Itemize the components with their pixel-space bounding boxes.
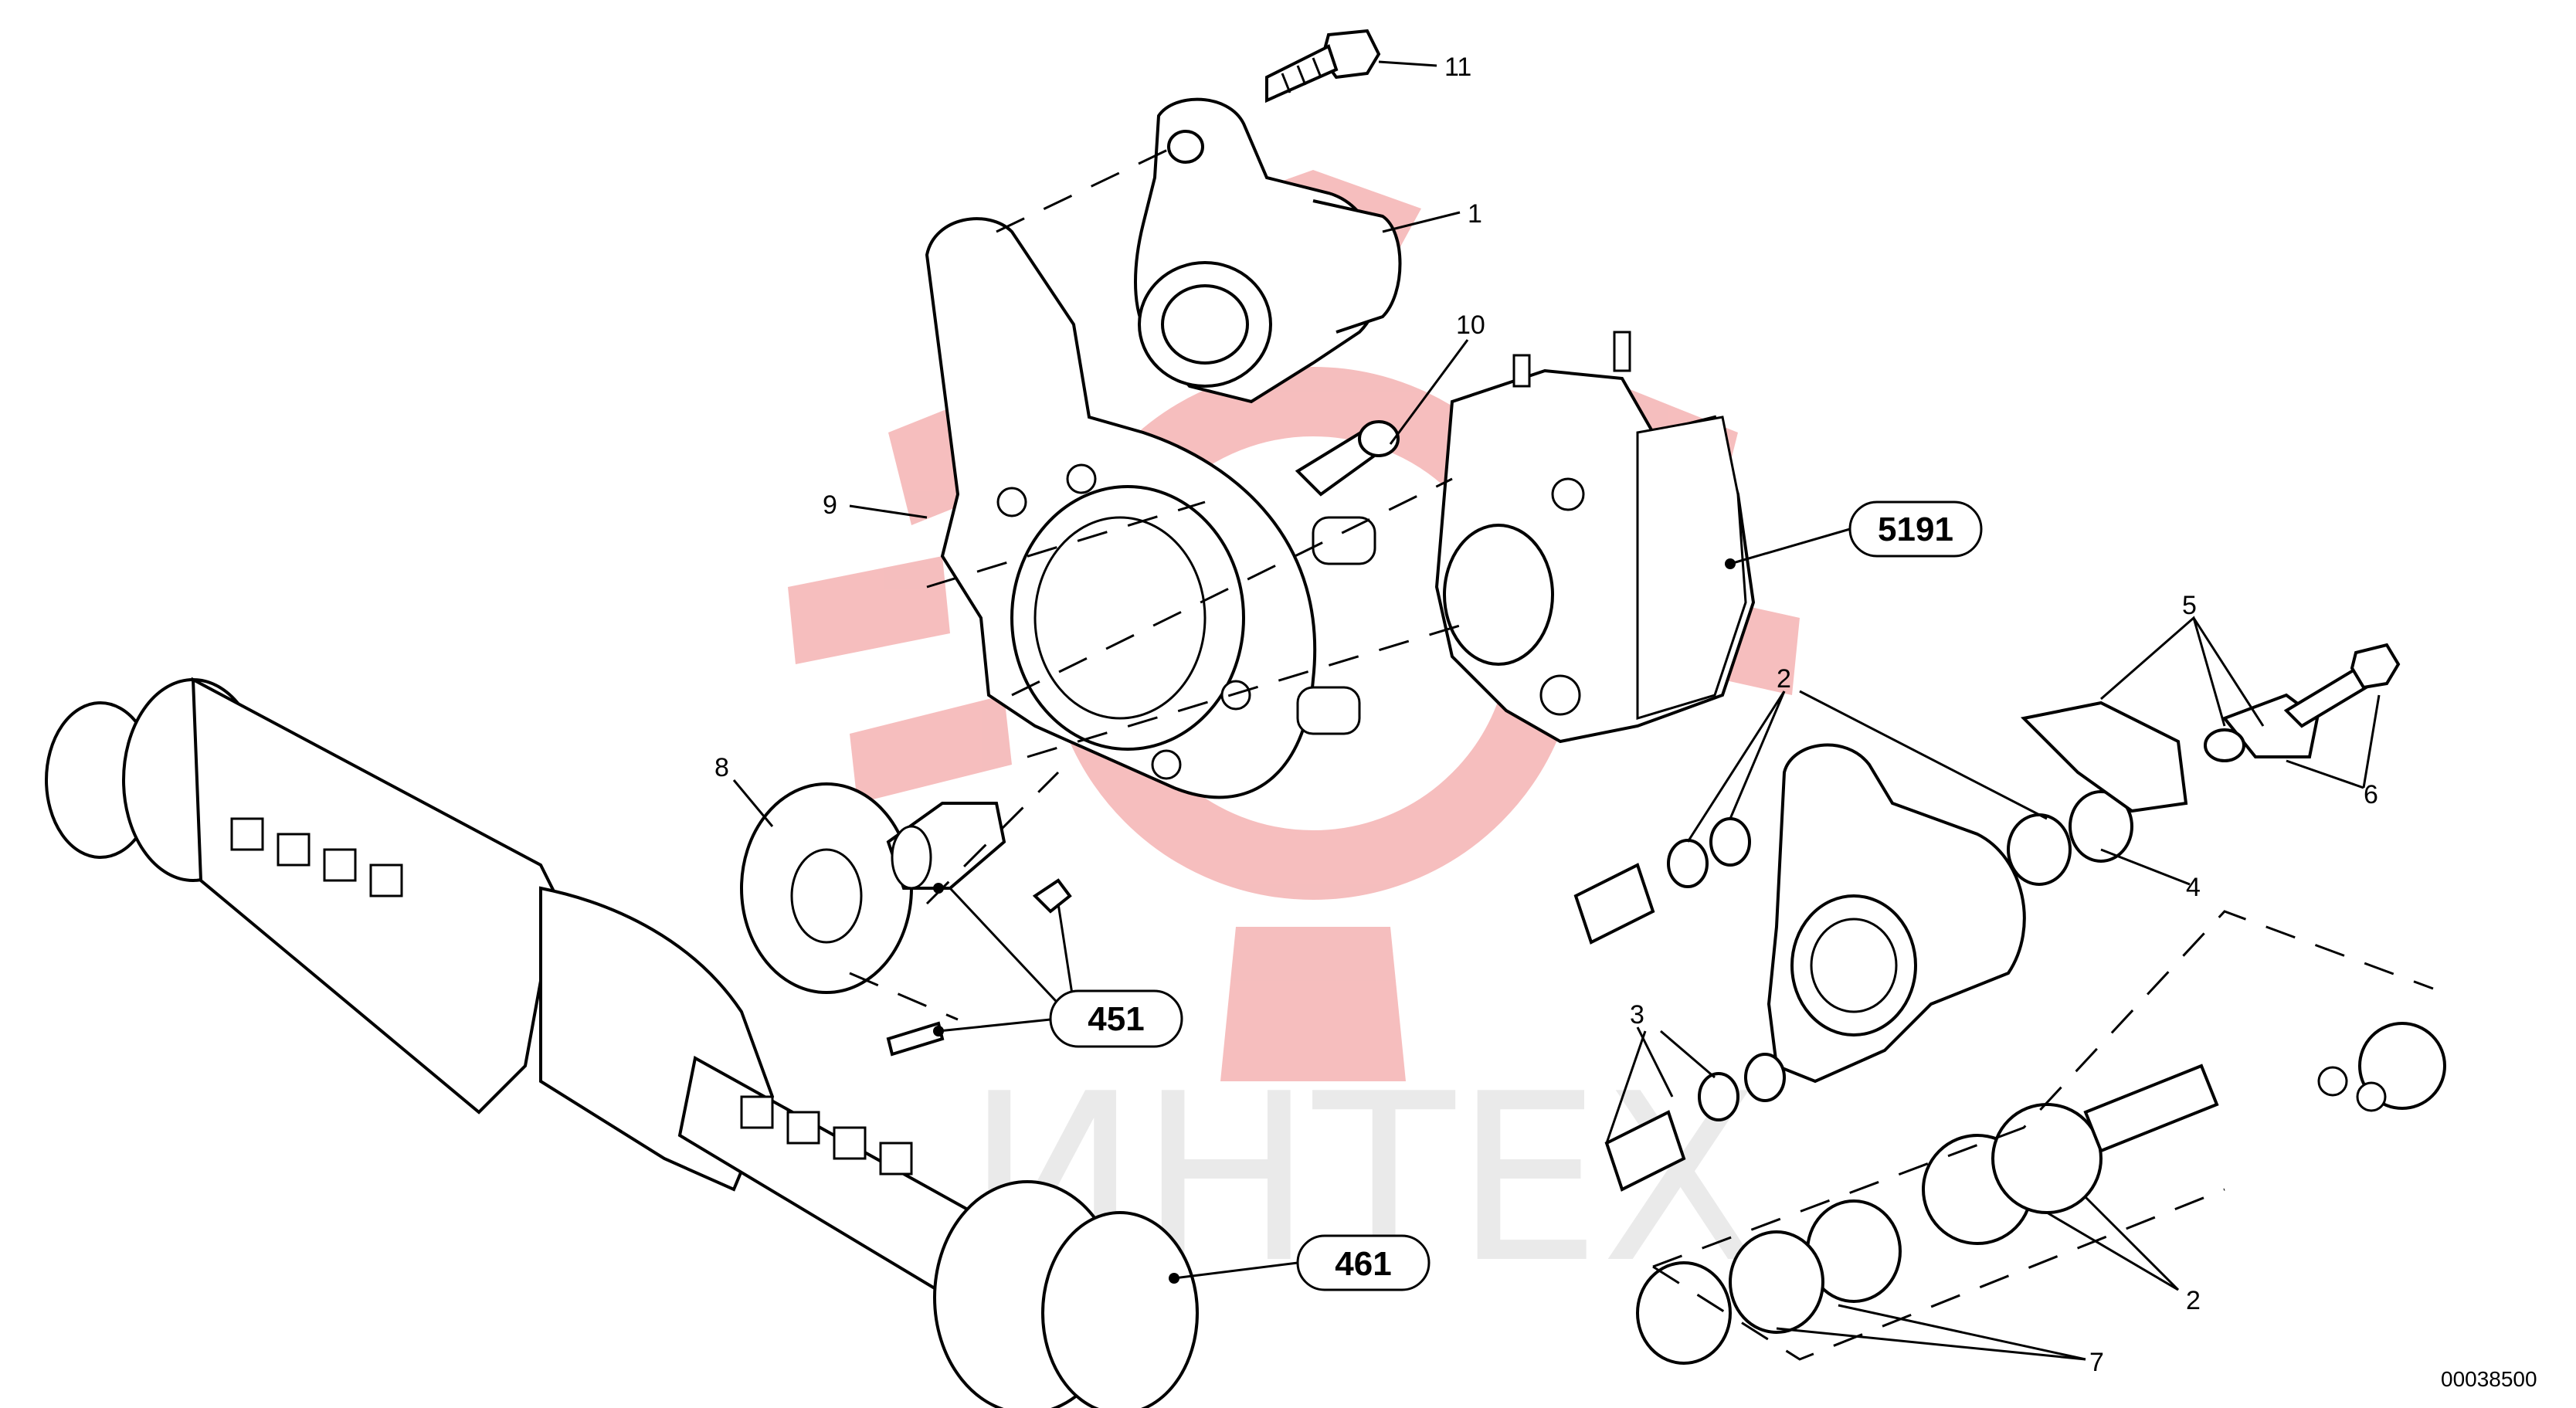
part-461-axle-housing bbox=[45, 677, 1199, 1408]
part-451-ujoint-assembly bbox=[886, 802, 1072, 1057]
part-11-bolt bbox=[1265, 29, 1381, 103]
part-1-caliper-housing bbox=[1134, 97, 1402, 404]
label-1: 1 bbox=[1468, 199, 1482, 229]
part-10-bolt bbox=[1295, 420, 1400, 497]
part-sleeve-upper bbox=[1573, 863, 1655, 945]
drawing-code: 00038500 bbox=[2441, 1367, 2537, 1391]
part-6-bolt bbox=[2283, 643, 2401, 728]
label-2-upper: 2 bbox=[1777, 664, 1791, 694]
part-4-spring-seal bbox=[2007, 790, 2133, 886]
callout-461: 461 bbox=[1296, 1234, 1431, 1291]
label-10: 10 bbox=[1456, 310, 1485, 340]
callout-5191-text: 5191 bbox=[1878, 511, 1953, 548]
part-right-housing bbox=[1767, 743, 2026, 1084]
callout-461-text: 461 bbox=[1335, 1245, 1391, 1283]
part-7-pistons bbox=[1636, 1022, 2446, 1365]
label-3: 3 bbox=[1630, 1000, 1644, 1030]
label-11: 11 bbox=[1444, 53, 1471, 82]
part-5191-brake-caliper bbox=[1434, 331, 1756, 744]
callout-5191: 5191 bbox=[1848, 500, 1983, 558]
label-8: 8 bbox=[714, 753, 729, 782]
label-7: 7 bbox=[2089, 1348, 2104, 1377]
part-8-disc bbox=[740, 782, 913, 994]
leader-dots bbox=[933, 558, 1736, 1284]
label-4: 4 bbox=[2186, 873, 2201, 902]
label-2-lower: 2 bbox=[2186, 1286, 2201, 1315]
part-9-mounting-bracket bbox=[925, 217, 1376, 799]
leader-lines bbox=[732, 60, 2381, 1361]
label-6: 6 bbox=[2364, 780, 2378, 809]
part-5-plates bbox=[2020, 693, 2320, 813]
label-5: 5 bbox=[2182, 591, 2197, 620]
label-9: 9 bbox=[823, 490, 837, 520]
callout-451-text: 451 bbox=[1088, 1000, 1144, 1038]
alignment-lines bbox=[849, 145, 2434, 1361]
callout-451: 451 bbox=[1049, 989, 1183, 1048]
part-3-seals-lower bbox=[1604, 1053, 1786, 1192]
part-2-seals-upper bbox=[1667, 817, 1751, 888]
